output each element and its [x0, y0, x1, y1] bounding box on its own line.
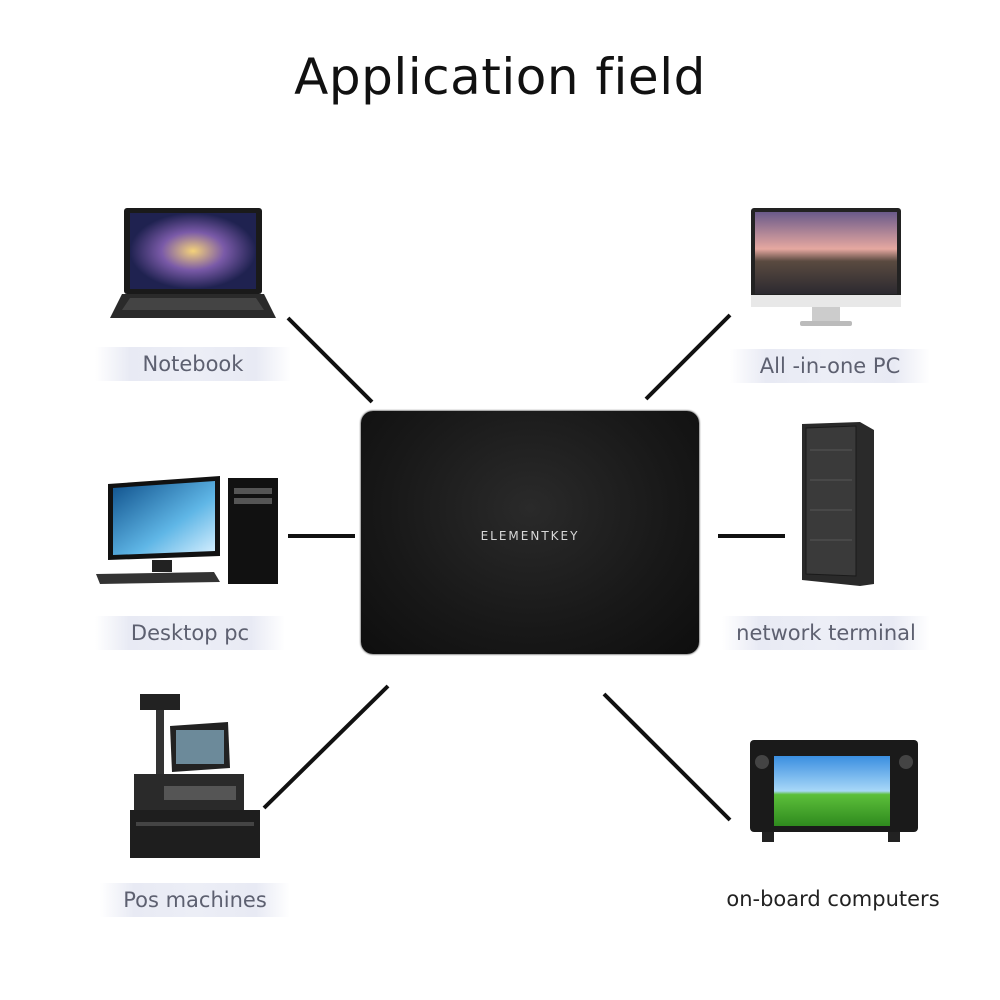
connector-pos [262, 684, 390, 810]
page-title: Application field [294, 48, 706, 106]
connector-all-in-one [644, 313, 732, 401]
connector-onboard [602, 692, 732, 822]
application-label-all-in-one-pc: All -in-one PC [730, 349, 930, 383]
application-label-network-terminal: network terminal [722, 616, 930, 650]
application-label-notebook: Notebook [95, 347, 291, 381]
pos-machine-icon [130, 694, 260, 858]
application-label-desktop-pc: Desktop pc [95, 616, 285, 650]
connector-notebook [286, 316, 374, 404]
laptop-icon [110, 208, 276, 318]
application-label-on-board-computers: on-board computers [726, 887, 940, 911]
server-rack-icon [802, 422, 874, 586]
all-in-one-pc-icon [751, 208, 901, 326]
car-stereo-icon [750, 740, 918, 842]
application-label-pos-machines: Pos machines [100, 883, 290, 917]
ssd-drive-image: ELEMENTKEY [361, 411, 699, 654]
desktop-pc-icon [96, 476, 278, 584]
ssd-brand-logo: ELEMENTKEY [480, 529, 580, 543]
